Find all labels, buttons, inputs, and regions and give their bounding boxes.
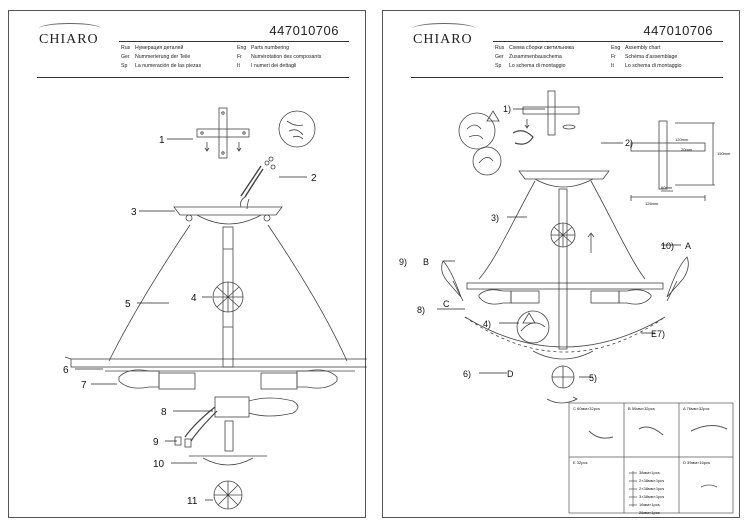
crystal-parts-table [568,402,734,514]
wire-connector-detail [240,110,316,210]
crystal-ball-upper [212,281,244,313]
assembly-arms [478,180,646,280]
part-label-3: 3 [131,207,137,218]
step-label-2: 2) [625,138,633,148]
letter-b: B [423,257,429,267]
logo-arc [39,23,101,34]
dim-center: 60mm [661,185,673,190]
crystal-ball-lower [213,480,243,510]
dim-height: 150mm [717,151,731,156]
washer-rod [189,420,267,466]
step-label-10: 10) [661,241,674,251]
bracket-dimension-detail [630,120,715,201]
wire-warning-detail [458,110,534,176]
assembly-cross-plate [522,90,580,136]
brand-logo: CHIARO [39,32,99,47]
part-label-1: 1 [159,135,165,146]
canopy [173,206,283,225]
brand-logo: CHIARO [413,32,473,47]
e-list-5: 16мм×1pcs [639,502,660,507]
table-c: C 60мм×32pcs [573,406,600,411]
assembly-stem [550,188,595,350]
assembly-drawing: 1) 2) 3) 4) 5) 6) 7) 8) 9) 10) A B C D E… [399,90,734,515]
product-code: 447010706 [269,23,339,38]
step-label-6: 6) [463,369,471,379]
letter-a: A [685,241,691,251]
letter-c: C [443,299,450,309]
step-label-4: 4) [483,319,491,329]
letter-d: D [507,369,514,379]
dim-small: 20mm [681,147,693,152]
part-label-10: 10 [153,459,165,470]
part-label-7: 7 [81,380,87,391]
part-label-2: 2 [311,173,317,184]
header-divider [37,77,349,78]
product-code: 447010706 [643,23,713,38]
part-label-6: 6 [63,365,69,376]
step-label-3: 3) [491,213,499,223]
table-a: A 76мм×32pcs [683,406,710,411]
lamp-candles [105,369,355,390]
step-label-9: 9) [399,257,407,267]
step-label-7: 7) [657,329,665,339]
e-list-1: 38мм×1pcs [639,470,660,475]
table-e: E 32pcs [573,460,587,465]
mounting-cross-plate [196,107,250,159]
step-label-8: 8) [417,305,425,315]
part-label-8: 8 [161,407,167,418]
e-list-4: 3×38мм×1pcs [639,494,664,499]
table-d: D 39мм×16pcs [683,460,710,465]
logo-arc [413,23,475,34]
header-divider [411,77,723,78]
bottom-ring [64,356,367,368]
part-label-5: 5 [125,299,131,310]
e-list-6: 28мм×1pcs [639,510,660,515]
bulb-warning-detail [516,310,550,344]
crystal-bowl [441,256,689,353]
bottom-socket [214,396,299,418]
part-label-9: 9 [153,437,159,448]
part-label-11: 11 [187,496,198,507]
letter-e: E [651,329,657,339]
table-b: B 50мм×32pcs [628,406,655,411]
side-arms [108,224,348,362]
step-label-1: 1) [503,104,511,114]
part-label-4: 4 [191,293,197,304]
dim-width: 126mm [645,201,659,206]
wire-terminals [174,406,218,448]
e-list-3: 2×38мм×1pcs [639,486,664,491]
dim-mid: 120mm [675,137,689,142]
assembly-bottom-ball [532,350,594,404]
step-label-5: 5) [589,373,597,383]
chandelier-parts-drawing: 1 2 3 4 5 6 7 8 9 10 11 [63,107,367,510]
assembly-ring [466,282,664,305]
e-list-2: 2×38мм×1pcs [639,478,664,483]
assembly-canopy [518,170,610,188]
